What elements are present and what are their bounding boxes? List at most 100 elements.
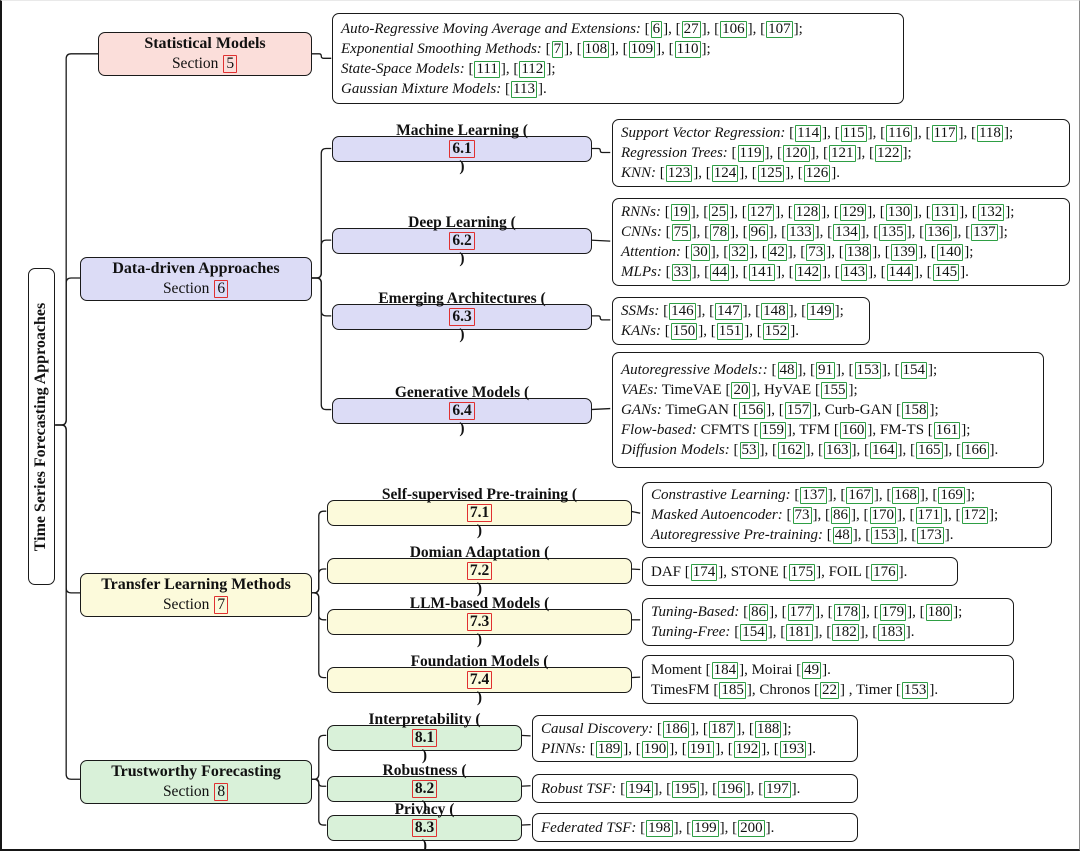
citation-116[interactable]: [116] [880,125,919,142]
citation-133[interactable]: [133] [781,224,820,241]
section-ref-8.2[interactable]: 8.2 [411,780,438,798]
section-ref-6.4[interactable]: 6.4 [449,402,475,420]
citation-44[interactable]: [44] [704,264,736,281]
citation-123[interactable]: [123] [659,165,699,182]
citation-27[interactable]: [27] [675,20,707,38]
citation-167[interactable]: [167] [840,487,879,504]
citation-144[interactable]: [144] [880,264,920,281]
section-ref-8.1[interactable]: 8.1 [411,729,438,747]
citation-118[interactable]: [118] [970,125,1009,142]
citation-175[interactable]: [175] [782,563,822,581]
citation-153[interactable]: [153] [848,362,888,379]
citation-177[interactable]: [177] [781,604,821,621]
citation-169[interactable]: [169] [932,487,971,504]
citation-172[interactable]: [172] [955,507,995,524]
section-ref-8.3[interactable]: 8.3 [411,819,438,837]
citation-182[interactable]: [182] [826,624,865,641]
citation-179[interactable]: [179] [873,604,913,621]
citation-33[interactable]: [33] [665,264,697,281]
citation-176[interactable]: [176] [865,563,904,581]
citation-192[interactable]: [192] [727,740,767,758]
citation-48[interactable]: [48] [826,527,858,544]
citation-158[interactable]: [158] [895,402,935,419]
citation-195[interactable]: [195] [666,780,705,798]
citation-186[interactable]: [186] [656,720,696,738]
citation-147[interactable]: [147] [709,303,748,320]
citation-181[interactable]: [181] [780,624,819,641]
citation-184[interactable]: [184] [705,661,745,679]
citation-137[interactable]: [137] [965,224,1004,241]
citation-164[interactable]: [164] [864,442,903,459]
citation-114[interactable]: [114] [789,125,828,142]
citation-136[interactable]: [136] [919,224,958,241]
citation-146[interactable]: [146] [663,303,702,320]
citation-86[interactable]: [86] [825,507,857,524]
citation-120[interactable]: [120] [777,145,816,162]
citation-75[interactable]: [75] [665,224,697,241]
section-ref-5[interactable]: 5 [223,55,238,73]
citation-154[interactable]: [154] [734,624,773,641]
citation-168[interactable]: [168] [886,487,925,504]
citation-107[interactable]: [107] [760,20,799,38]
citation-159[interactable]: [159] [753,422,793,439]
citation-19[interactable]: [19] [664,204,696,221]
citation-174[interactable]: [174] [684,563,724,581]
citation-194[interactable]: [194] [620,780,659,798]
citation-171[interactable]: [171] [909,507,949,524]
citation-200[interactable]: [200] [732,819,771,837]
citation-96[interactable]: [96] [742,224,774,241]
citation-109[interactable]: [109] [622,40,662,58]
section-ref-7.4[interactable]: 7.4 [466,671,493,689]
citation-170[interactable]: [170] [863,507,903,524]
citation-129[interactable]: [129] [833,204,873,221]
citation-7[interactable]: [7] [545,40,570,58]
citation-188[interactable]: [188] [748,720,788,738]
section-ref-7[interactable]: 7 [214,596,229,614]
citation-187[interactable]: [187] [702,720,742,738]
citation-86[interactable]: [86] [743,604,775,621]
citation-165[interactable]: [165] [910,442,949,459]
citation-141[interactable]: [141] [742,264,782,281]
citation-151[interactable]: [151] [710,323,750,340]
citation-32[interactable]: [32] [723,244,755,261]
citation-178[interactable]: [178] [827,604,867,621]
citation-78[interactable]: [78] [704,224,736,241]
citation-143[interactable]: [143] [834,264,874,281]
citation-150[interactable]: [150] [664,323,704,340]
citation-137[interactable]: [137] [794,487,833,504]
citation-110[interactable]: [110] [668,40,707,58]
citation-156[interactable]: [156] [732,402,772,419]
citation-91[interactable]: [91] [810,362,842,379]
section-ref-7.1[interactable]: 7.1 [466,504,493,522]
section-ref-7.2[interactable]: 7.2 [466,562,493,580]
citation-139[interactable]: [139] [884,244,924,261]
citation-157[interactable]: [157] [778,402,818,419]
citation-153[interactable]: [153] [865,527,904,544]
citation-148[interactable]: [148] [755,303,794,320]
citation-180[interactable]: [180] [919,604,959,621]
citation-130[interactable]: [130] [879,204,919,221]
citation-108[interactable]: [108] [576,40,616,58]
citation-155[interactable]: [155] [814,382,854,399]
citation-30[interactable]: [30] [684,244,716,261]
citation-183[interactable]: [183] [872,624,911,641]
section-ref-6.3[interactable]: 6.3 [449,308,475,326]
citation-161[interactable]: [161] [927,422,967,439]
citation-196[interactable]: [196] [712,780,751,798]
citation-185[interactable]: [185] [713,681,752,699]
section-ref-8[interactable]: 8 [214,783,229,801]
citation-197[interactable]: [197] [758,780,797,798]
citation-160[interactable]: [160] [833,422,873,439]
citation-53[interactable]: [53] [733,442,765,459]
citation-111[interactable]: [111] [468,60,506,78]
citation-152[interactable]: [152] [756,323,796,340]
citation-124[interactable]: [124] [705,165,745,182]
citation-199[interactable]: [199] [686,819,725,837]
citation-154[interactable]: [154] [894,362,934,379]
citation-115[interactable]: [115] [834,125,873,142]
citation-125[interactable]: [125] [751,165,791,182]
citation-122[interactable]: [122] [869,145,908,162]
citation-162[interactable]: [162] [772,442,811,459]
citation-191[interactable]: [191] [681,740,721,758]
citation-42[interactable]: [42] [761,244,793,261]
